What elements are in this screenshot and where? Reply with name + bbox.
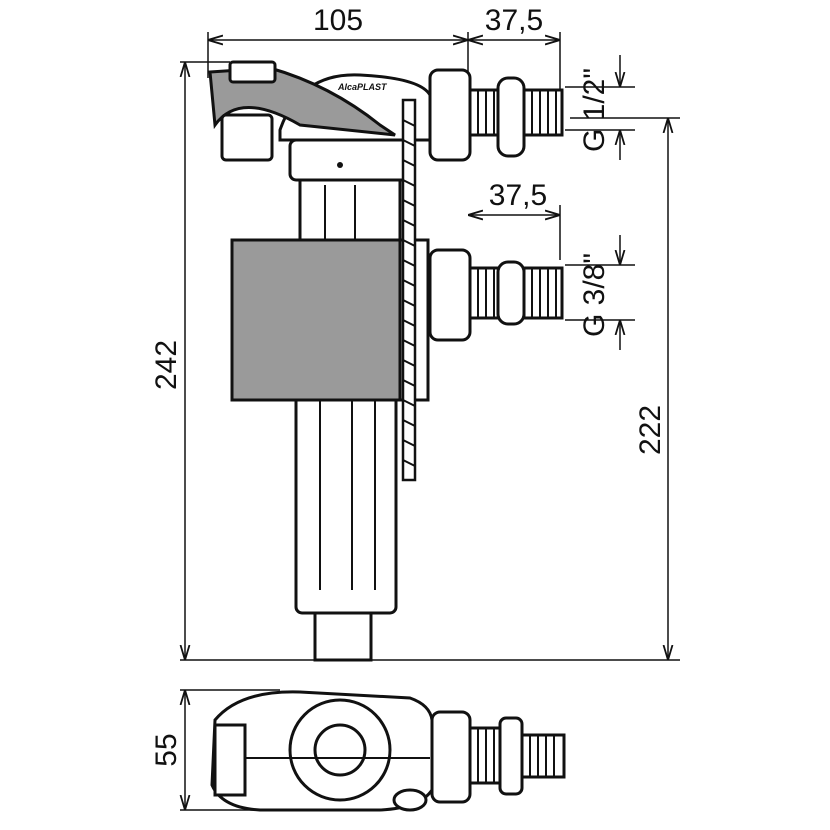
valve-top-view [210, 690, 566, 812]
valve-side-view: AlcaPLAST [208, 60, 564, 662]
dim-37-5-top: 37,5 [485, 4, 543, 37]
logo: AlcaPLAST [337, 82, 388, 92]
thread-g-1-2: G 1/2" [578, 68, 611, 152]
dim-37-5-bottom: 37,5 [489, 179, 547, 212]
dim-222: 222 [634, 405, 667, 455]
dim-242: 242 [150, 340, 183, 390]
dimension-lines [180, 32, 680, 811]
dim-55: 55 [150, 733, 183, 766]
thread-g-3-8: G 3/8" [578, 253, 611, 337]
float-body [230, 238, 404, 402]
dim-105: 105 [313, 4, 363, 37]
